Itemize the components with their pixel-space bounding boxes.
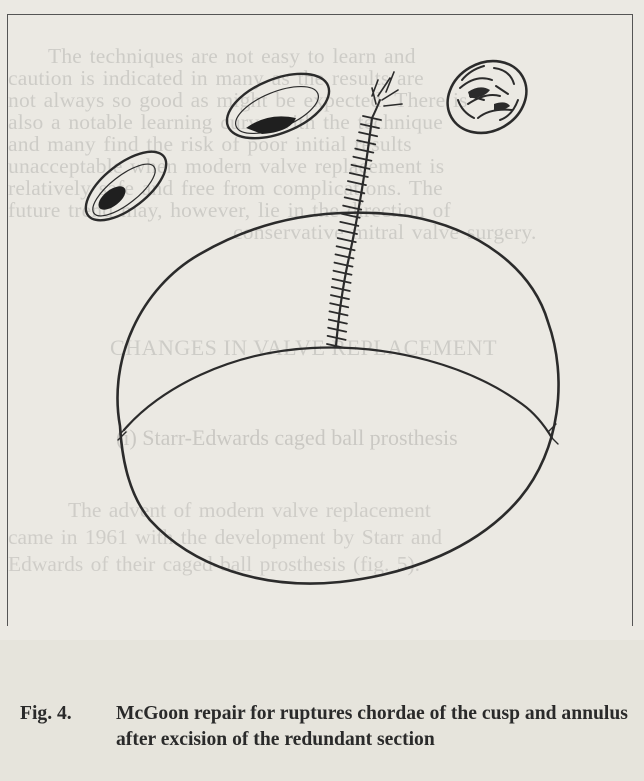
mcgoon-repair-illustration (0, 0, 644, 640)
excised-segment-middle (218, 61, 338, 152)
suture-line (327, 116, 381, 348)
redundant-cusp-section (434, 47, 539, 147)
excised-segment-left (75, 139, 178, 233)
figure-caption-text: McGoon repair for ruptures chordae of th… (116, 701, 636, 753)
figure-number: Fig. 4. (20, 701, 72, 727)
ruptured-chordae (372, 72, 402, 118)
valve-annulus (118, 213, 559, 584)
